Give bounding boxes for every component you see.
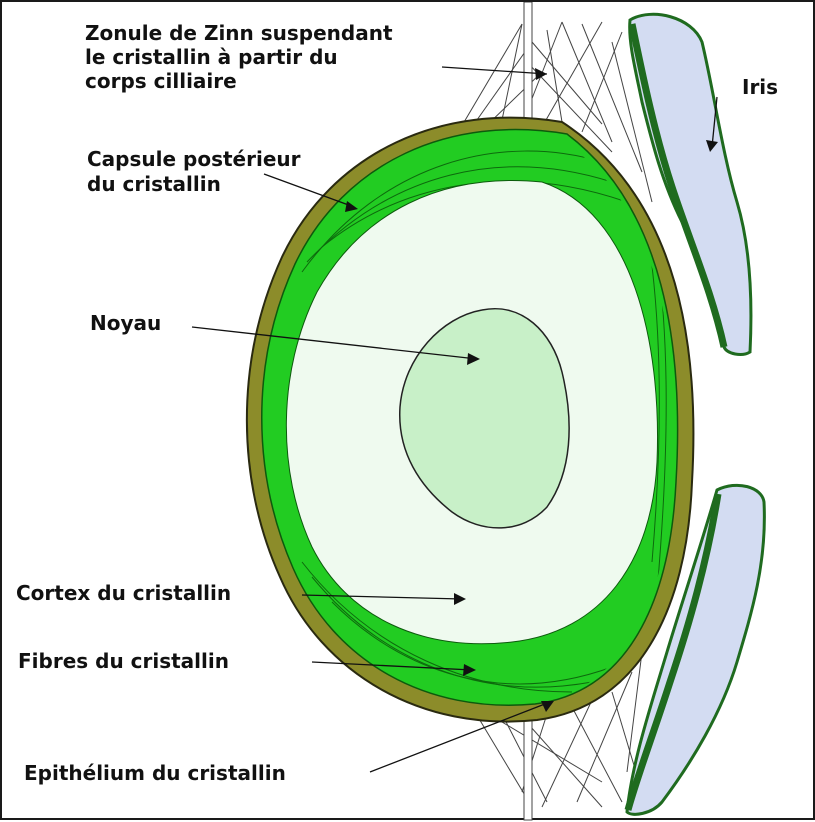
- ciliary-strip-bottom: [524, 707, 532, 820]
- label-epithelium: Epithélium du cristallin: [24, 761, 286, 785]
- ciliary-strip-top: [524, 2, 532, 122]
- label-iris: Iris: [742, 75, 778, 99]
- label-fibres: Fibres du cristallin: [18, 649, 229, 673]
- label-capsule-line2: du cristallin: [87, 172, 221, 196]
- label-zonule-line3: corps cilliaire: [85, 69, 237, 93]
- label-zonule-line2: le cristallin à partir du: [85, 45, 338, 69]
- label-capsule-line1: Capsule postérieur: [87, 147, 301, 171]
- label-noyau: Noyau: [90, 311, 161, 335]
- label-zonule-line1: Zonule de Zinn suspendant: [85, 21, 393, 45]
- label-cortex: Cortex du cristallin: [16, 581, 231, 605]
